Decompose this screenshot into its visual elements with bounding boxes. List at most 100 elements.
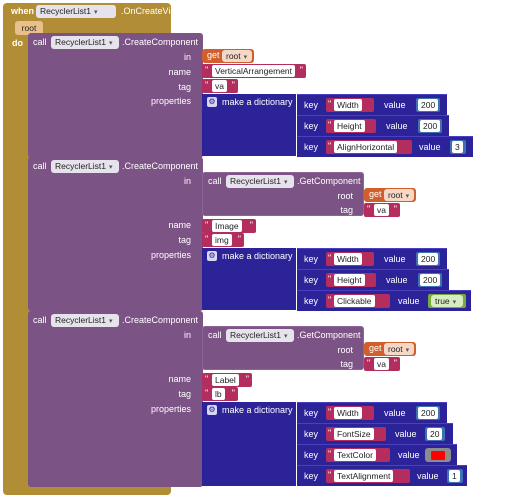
key-text-block[interactable]: " Height [326, 119, 376, 133]
boolean-block[interactable]: true▾ [428, 294, 466, 308]
get-root-block-1[interactable]: get root▾ [202, 49, 254, 63]
number-field[interactable]: 200 [420, 274, 441, 286]
number-block[interactable]: 200 [416, 252, 440, 266]
get-component-block-3[interactable]: call RecyclerList1▾ .GetComponent root t… [202, 326, 364, 370]
event-name: .OnCreateView [121, 6, 182, 16]
tag-text-field[interactable]: lb [212, 388, 225, 400]
number-field[interactable]: 200 [418, 253, 439, 265]
key-text-block[interactable]: " AlignHorizontal [326, 140, 412, 154]
make-dictionary-block-2[interactable]: ⚙ make a dictionary [202, 248, 296, 310]
key-text-field[interactable]: TextColor [334, 449, 376, 461]
key-text-field[interactable]: FontSize [334, 428, 374, 440]
create-component-block-3[interactable]: call RecyclerList1▾ .CreateComponent in … [28, 311, 203, 487]
number-field[interactable]: 3 [452, 141, 463, 153]
boolean-dropdown[interactable]: true▾ [431, 295, 463, 307]
make-dictionary-block-1[interactable]: ⚙ make a dictionary [202, 94, 296, 156]
gear-icon[interactable]: ⚙ [207, 251, 217, 261]
tag-text-block-1[interactable]: " va " [202, 79, 238, 93]
variable-dropdown[interactable]: root▾ [384, 343, 414, 355]
dict-pair-3[interactable]: key " TextColor value [297, 444, 457, 465]
number-block[interactable]: 200 [416, 406, 440, 420]
tag-text-field[interactable]: va [212, 80, 227, 92]
event-component-dropdown[interactable]: RecyclerList1▾ [36, 5, 116, 18]
get-component-block-2[interactable]: call RecyclerList1▾ .GetComponent root t… [202, 172, 364, 216]
param-root[interactable]: root [15, 21, 43, 35]
number-block[interactable]: 20 [425, 427, 445, 441]
gear-icon[interactable]: ⚙ [207, 405, 217, 415]
create-component-block-1[interactable]: call RecyclerList1▾ .CreateComponent in … [28, 33, 203, 158]
key-text-block[interactable]: " Width [326, 406, 374, 420]
number-block[interactable]: 200 [418, 273, 442, 287]
tag-label: tag [340, 359, 353, 369]
name-text-field[interactable]: Label [212, 374, 239, 386]
variable-dropdown[interactable]: root▾ [222, 50, 252, 62]
key-text-block[interactable]: " Clickable [326, 294, 390, 308]
value-label: value [384, 254, 406, 264]
key-text-block[interactable]: " FontSize [326, 427, 386, 441]
component-dropdown[interactable]: RecyclerList1▾ [226, 329, 294, 342]
dict-pair-4[interactable]: key " TextAlignment value 1 [297, 465, 467, 486]
number-field[interactable]: 200 [418, 407, 439, 419]
key-text-field[interactable]: Width [334, 99, 362, 111]
number-field[interactable]: 1 [449, 470, 460, 482]
quote-icon: " [205, 388, 209, 398]
color-block[interactable] [425, 448, 451, 462]
name-text-block-3[interactable]: " Label " [202, 373, 252, 387]
key-text-field[interactable]: Clickable [334, 295, 375, 307]
value-label: value [395, 429, 417, 439]
name-text-field[interactable]: Image [212, 220, 242, 232]
tag-text-field[interactable]: va [374, 204, 389, 216]
key-text-field[interactable]: AlignHorizontal [334, 141, 398, 153]
key-text-field[interactable]: Width [334, 253, 362, 265]
create-component-block-2[interactable]: call RecyclerList1▾ .CreateComponent in … [28, 157, 203, 311]
key-text-block[interactable]: " TextColor [326, 448, 390, 462]
gear-icon[interactable]: ⚙ [207, 97, 217, 107]
number-block[interactable]: 200 [418, 119, 442, 133]
quote-icon: " [299, 65, 303, 75]
key-text-field[interactable]: Width [334, 407, 362, 419]
key-label: key [304, 254, 319, 264]
name-text-block-1[interactable]: " VerticalArrangement " [202, 64, 306, 78]
dict-pair-2[interactable]: key " FontSize value 20 [297, 423, 453, 444]
key-text-block[interactable]: " TextAlignment [326, 469, 410, 483]
number-block[interactable]: 1 [447, 469, 463, 483]
get-root-block-2[interactable]: get root▾ [364, 188, 416, 202]
component-dropdown[interactable]: RecyclerList1▾ [51, 160, 119, 173]
dict-pair-1[interactable]: key " Width value 200 [297, 402, 447, 423]
dict-pair-1[interactable]: key " Width value 200 [297, 94, 447, 115]
key-text-block[interactable]: " Width [326, 252, 374, 266]
chevron-down-icon: ▾ [94, 9, 98, 16]
key-text-block[interactable]: " Width [326, 98, 374, 112]
component-dropdown[interactable]: RecyclerList1▾ [51, 36, 119, 49]
inner-tag-text-block-2[interactable]: " va " [364, 203, 400, 217]
tag-text-block-2[interactable]: " img " [202, 233, 244, 247]
number-field[interactable]: 200 [420, 120, 441, 132]
make-dictionary-block-3[interactable]: ⚙ make a dictionary [202, 402, 296, 486]
dict-pair-3[interactable]: key " Clickable value true▾ [297, 290, 471, 311]
key-text-block[interactable]: " Height [326, 273, 376, 287]
dict-pair-3[interactable]: key " AlignHorizontal value 3 [297, 136, 473, 157]
dict-pair-1[interactable]: key " Width value 200 [297, 248, 447, 269]
tag-text-block-3[interactable]: " lb " [202, 387, 238, 401]
get-root-block-3[interactable]: get root▾ [364, 342, 416, 356]
chevron-down-icon: ▾ [452, 299, 457, 306]
dict-pair-2[interactable]: key " Height value 200 [297, 269, 449, 290]
name-text-field[interactable]: VerticalArrangement [212, 65, 296, 77]
key-text-field[interactable]: Height [334, 120, 365, 132]
component-dropdown[interactable]: RecyclerList1▾ [51, 314, 119, 327]
variable-dropdown[interactable]: root▾ [384, 189, 414, 201]
name-text-block-2[interactable]: " Image " [202, 219, 256, 233]
number-block[interactable]: 3 [450, 140, 466, 154]
key-text-field[interactable]: Height [334, 274, 365, 286]
get-label: get [369, 343, 382, 353]
inner-tag-text-block-3[interactable]: " va " [364, 357, 400, 371]
dict-pair-2[interactable]: key " Height value 200 [297, 115, 449, 136]
key-text-field[interactable]: TextAlignment [334, 470, 394, 482]
number-block[interactable]: 200 [416, 98, 440, 112]
number-field[interactable]: 20 [427, 428, 443, 440]
number-field[interactable]: 200 [418, 99, 439, 111]
color-swatch[interactable] [431, 450, 445, 460]
component-dropdown[interactable]: RecyclerList1▾ [226, 175, 294, 188]
tag-text-field[interactable]: va [374, 358, 389, 370]
tag-text-field[interactable]: img [212, 234, 232, 246]
